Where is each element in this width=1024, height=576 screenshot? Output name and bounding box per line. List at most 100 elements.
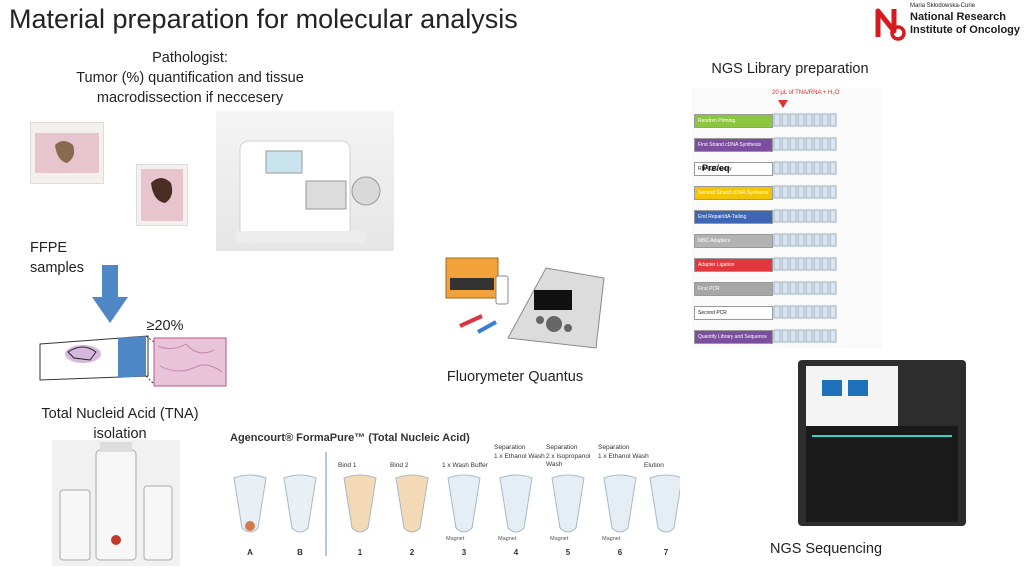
ngs-well-icon [829, 281, 837, 295]
institute-logo-icon [875, 8, 906, 41]
ngs-well-icon [789, 233, 797, 247]
ngs-well-icon [797, 161, 805, 175]
ngs-well-icon [797, 257, 805, 271]
ngs-well-icon [813, 233, 821, 247]
microtome-image [216, 111, 394, 251]
step-top-label: Separation [598, 444, 630, 451]
ngs-well-icon [797, 137, 805, 151]
ngs-well-icon [773, 329, 781, 343]
pathologist-line: Pathologist: [152, 50, 228, 66]
ngs-well-icon [805, 185, 813, 199]
ngs-well-icon [805, 257, 813, 271]
tube-icon [343, 474, 377, 533]
ngs-well-icon [781, 281, 789, 295]
fluorymeter-caption: Fluorymeter Quantus [446, 369, 584, 385]
magnet-label: Magnet [498, 536, 517, 542]
ngs-well-icon [813, 281, 821, 295]
ngs-well-icon [821, 281, 829, 295]
ngs-library-graphic [773, 100, 837, 343]
ngs-well-icon [789, 161, 797, 175]
ngs-well-icon [813, 305, 821, 319]
ngs-well-icon [781, 161, 789, 175]
ngs-well-icon [821, 257, 829, 271]
ngs-well-icon [829, 113, 837, 127]
step-label: Bind 1 [338, 462, 357, 469]
ngs-sequencer-image [792, 356, 967, 526]
ngs-well-icon [789, 329, 797, 343]
ngs-library-caption: NGS Library preparation [711, 61, 869, 77]
ngs-well-icon [797, 233, 805, 247]
step-letter: 1 [357, 548, 363, 557]
ngs-well-icon [797, 305, 805, 319]
ffpe-slide-1-icon [35, 133, 99, 173]
ngs-well-icon [821, 209, 829, 223]
pathologist-caption: Pathologist: Tumor (%) quantification an… [40, 48, 340, 108]
ngs-well-icon [829, 209, 837, 223]
ngs-well-icon [797, 185, 805, 199]
sample-pellet-icon [245, 521, 255, 531]
ngs-well-icon [813, 185, 821, 199]
institute-logo: Maria Skłodowska-Curie National Research… [874, 3, 1022, 43]
ngs-well-icon [805, 209, 813, 223]
step-letter: 4 [513, 548, 519, 557]
ngs-well-icon [805, 281, 813, 295]
reagent-bottles-image [52, 440, 180, 566]
ngs-well-icon [805, 329, 813, 343]
ngs-well-icon [805, 161, 813, 175]
tumor-line-2: macrodissection if neccesery [96, 90, 284, 106]
tissue-slide-illustration [39, 335, 227, 387]
ngs-well-icon [821, 161, 829, 175]
ngs-well-icon [773, 257, 781, 271]
ngs-step-box: MBC Adapters [694, 234, 773, 248]
ngs-well-icon [789, 185, 797, 199]
magnet-label: Magnet [446, 536, 465, 542]
ngs-step-box: End Repair/dA-Tailing [694, 210, 773, 224]
logo-line-1: National Research [910, 11, 1006, 23]
tna-line-2: isolation [93, 426, 147, 442]
ngs-well-icon [789, 209, 797, 223]
ngs-well-icon [821, 233, 829, 247]
quantus-icon [445, 257, 605, 349]
ngs-well-icon [773, 137, 781, 151]
ngs-step-box: First PCR [694, 282, 773, 296]
ngs-step-box: Second PCR [694, 306, 773, 320]
ngs-well-icon [797, 329, 805, 343]
preseq-logo: Pre/eq [702, 163, 730, 173]
ngs-step-box: Second Strand cDNA Synthesis [694, 186, 773, 200]
ngs-well-icon [773, 233, 781, 247]
step-label: 1 x Ethanol Wash [494, 453, 545, 460]
ffpe-slide-image-2 [136, 164, 188, 226]
ngs-well-icon [781, 233, 789, 247]
ngs-well-icon [821, 185, 829, 199]
step-letter: 3 [461, 548, 467, 557]
ngs-well-icon [813, 209, 821, 223]
tube-icon [649, 474, 680, 533]
page-title: Material preparation for molecular analy… [9, 4, 518, 34]
ngs-well-icon [773, 209, 781, 223]
step-label: 1 x Wash Buffer [442, 462, 488, 469]
microtome-icon [236, 140, 381, 243]
step-top-label: Separation [546, 444, 578, 451]
logo-small-text: Maria Skłodowska-Curie [910, 3, 976, 9]
ngs-well-icon [773, 185, 781, 199]
ffpe-slide-2-icon [141, 169, 183, 221]
tube-icon [447, 474, 481, 533]
step-top-label: Separation [494, 444, 526, 451]
ngs-well-icon [829, 185, 837, 199]
ngs-well-icon [773, 113, 781, 127]
ngs-well-icon [829, 305, 837, 319]
ngs-header: 20 µL of TNA/RNA + H₂O [772, 90, 840, 96]
formapure-workflow: Agencourt® FormaPure™ (Total Nucleic Aci… [230, 432, 680, 558]
tumor-threshold: ≥20% [146, 318, 184, 334]
ngs-well-icon [805, 137, 813, 151]
ngs-well-icon [789, 281, 797, 295]
ngs-well-icon [789, 137, 797, 151]
ngs-well-icon [813, 113, 821, 127]
quantus-fluorometer-image [426, 228, 605, 358]
tube-icon [233, 474, 267, 533]
ffpe-label: FFPE samples [30, 240, 84, 276]
tube-icon [499, 474, 533, 533]
ngs-well-icon [829, 329, 837, 343]
ngs-well-icon [829, 257, 837, 271]
